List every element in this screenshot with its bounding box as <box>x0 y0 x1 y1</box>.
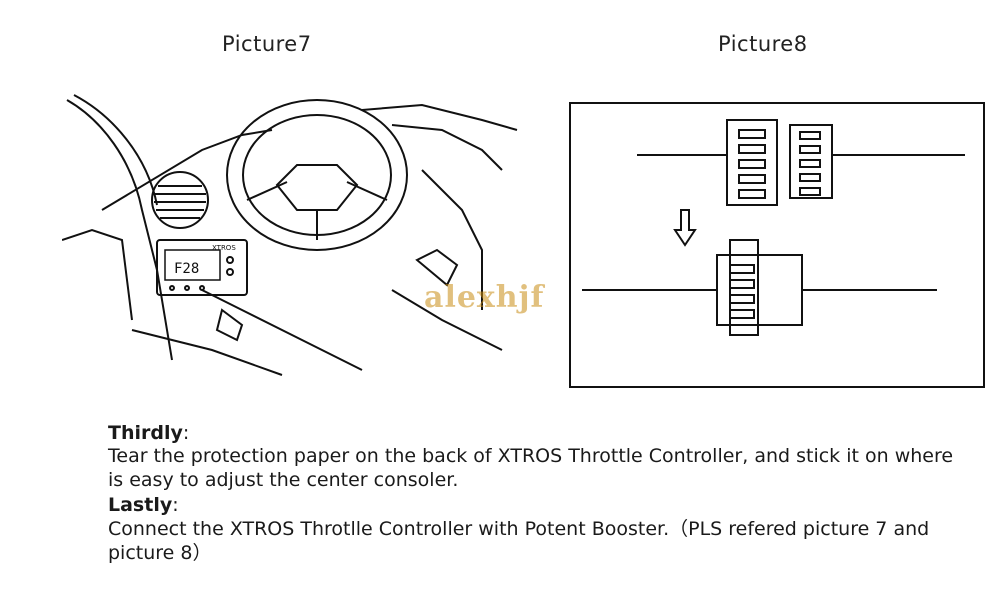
connector-diagram <box>569 102 985 388</box>
thirdly-heading-label: Thirdly <box>108 422 183 444</box>
car-frame-lines <box>62 94 518 376</box>
thirdly-text: Tear the protection paper on the back of… <box>108 445 954 491</box>
throttle-controller-device: F28 XTROS <box>156 239 248 296</box>
dashboard-illustration: F28 XTROS <box>62 94 518 376</box>
thirdly-colon: : <box>182 422 190 444</box>
thirdly-heading: Thirdly: <box>108 421 968 445</box>
male-connector <box>726 119 778 206</box>
lastly-heading-label: Lastly <box>108 494 173 516</box>
lastly-heading: Lastly: <box>108 493 968 517</box>
picture8-caption: Picture8 <box>718 32 808 56</box>
lastly-colon: : <box>172 494 179 516</box>
diagram-frame <box>569 102 985 388</box>
air-vent-icon <box>151 171 209 229</box>
female-connector <box>789 124 833 199</box>
controller-brand-text: XTROS <box>212 244 236 252</box>
steering-wheel-icon <box>226 99 408 251</box>
controller-display-text: F28 <box>174 261 199 277</box>
top-connector-pair <box>637 119 965 206</box>
arrow-down-icon <box>673 209 697 247</box>
lastly-text: Connect the XTROS Throtlle Controller wi… <box>108 518 930 564</box>
watermark: alexhjf <box>424 280 545 315</box>
joined-connector <box>582 239 937 336</box>
picture7-caption: Picture7 <box>222 32 312 56</box>
